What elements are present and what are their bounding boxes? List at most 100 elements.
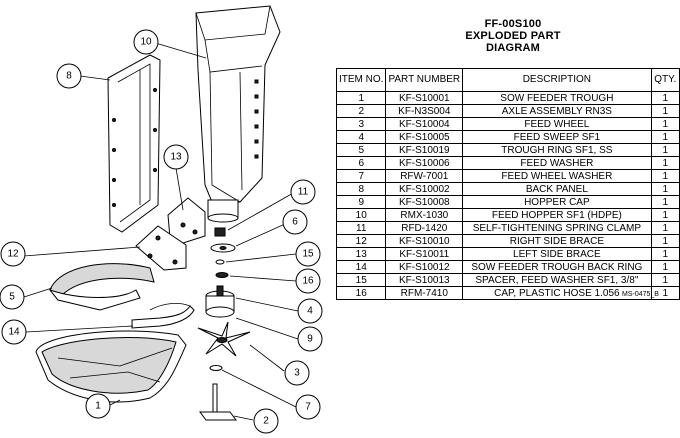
cell-item-no: 14 (335, 260, 387, 274)
svg-text:16: 16 (302, 276, 314, 287)
spring-clamp-part (214, 227, 226, 237)
cell-part-number: KF-S10012 (385, 260, 464, 274)
cell-description: HOPPER CAP (462, 195, 652, 209)
callout-10: 10 (133, 29, 159, 55)
cell-description: SOW FEEDER TROUGH BACK RING (462, 260, 652, 274)
callout-5: 5 (0, 284, 25, 310)
cell-qty: 1 (650, 156, 680, 170)
callout-6: 6 (282, 209, 308, 235)
cell-qty: 1 (650, 260, 680, 274)
svg-text:3: 3 (294, 368, 300, 379)
exploded-diagram: 1 2 3 4 5 6 7 8 9 10 11 12 13 14 15 16 (0, 5, 323, 434)
cell-qty: 1 (650, 117, 680, 131)
cell-part-number: KF-S10001 (385, 91, 464, 105)
col-qty: QTY. (650, 68, 680, 92)
cell-part-number: KF-S10011 (385, 247, 464, 261)
back-panel-part (107, 54, 161, 233)
svg-text:12: 12 (7, 249, 19, 260)
cell-item-no: 6 (335, 156, 387, 170)
cell-part-number: KF-S10006 (385, 156, 464, 170)
right-side-brace-part (135, 225, 187, 271)
callout-12: 12 (0, 241, 26, 267)
cell-qty: 1 (650, 143, 680, 157)
cell-item-no: 3 (335, 117, 387, 131)
callout-13: 13 (163, 144, 189, 170)
trough-back-ring-part (131, 302, 195, 329)
feed-wheel-washer-part (209, 365, 223, 371)
cell-description: SELF-TIGHTENING SPRING CLAMP (462, 221, 652, 235)
cell-qty: 1 (650, 169, 680, 183)
cell-item-no: 8 (335, 182, 387, 196)
cell-description: FEED SWEEP SF1 (462, 130, 652, 144)
cell-qty: 1 (650, 104, 680, 118)
cell-part-number: RFW-7001 (385, 169, 464, 183)
cell-qty: 1 (650, 247, 680, 261)
cell-item-no: 4 (335, 130, 387, 144)
svg-text:4: 4 (307, 306, 313, 317)
cell-part-number: KF-S10002 (385, 182, 464, 196)
feed-wheel-part (197, 321, 251, 357)
cell-part-number: KF-N3S004 (385, 104, 464, 118)
cell-item-no: 5 (335, 143, 387, 157)
document-code: MS-0475_B (622, 291, 659, 298)
cell-qty: 1 (650, 221, 680, 235)
col-description: DESCRIPTION (462, 68, 652, 92)
callout-16: 16 (295, 268, 321, 294)
callout-3: 3 (284, 360, 310, 386)
cell-qty: 1 (650, 286, 680, 300)
svg-text:6: 6 (292, 217, 298, 228)
cell-qty: 1 (650, 234, 680, 248)
cell-description: TROUGH RING SF1, SS (462, 143, 652, 157)
svg-text:15: 15 (302, 249, 314, 260)
cell-part-number: KF-S10008 (385, 195, 464, 209)
cell-description: FEED WASHER (462, 156, 652, 170)
cell-qty: 1 (650, 195, 680, 209)
cell-description: RIGHT SIDE BRACE (462, 234, 652, 248)
svg-text:7: 7 (305, 402, 311, 413)
cell-item-no: 1 (335, 91, 387, 105)
callout-11: 11 (290, 179, 316, 205)
cell-description: FEED WHEEL (462, 117, 652, 131)
svg-text:1: 1 (95, 401, 101, 412)
svg-text:9: 9 (307, 334, 313, 345)
callout-leaders (23, 41, 299, 421)
cell-description: FEED WHEEL WASHER (462, 169, 652, 183)
cell-item-no: 2 (335, 104, 387, 118)
cell-item-no: 16 (335, 286, 387, 300)
feed-sweep-part (205, 285, 235, 318)
cell-part-number: KF-S10019 (385, 143, 464, 157)
cell-item-no: 13 (335, 247, 387, 261)
diagram-title: EXPLODED PART DIAGRAM (465, 30, 561, 54)
callout-4: 4 (297, 298, 323, 324)
cell-description: AXLE ASSEMBLY RN3S (462, 104, 652, 118)
col-item-no: ITEM NO. (335, 68, 387, 92)
cell-qty: 1 (650, 182, 680, 196)
parts-table-header: ITEM NO. PART NUMBER DESCRIPTION QTY. (335, 68, 680, 92)
callout-7: 7 (295, 394, 321, 420)
cell-part-number: RFM-7410 (385, 286, 464, 300)
svg-text:5: 5 (9, 292, 15, 303)
cell-part-number: KF-S10013 (385, 273, 464, 287)
callout-1: 1 (85, 393, 111, 419)
cell-qty: 1 (650, 91, 680, 105)
cell-item-no: 12 (335, 234, 387, 248)
svg-text:10: 10 (140, 37, 152, 48)
cell-description: BACK PANEL (462, 182, 652, 196)
svg-text:11: 11 (298, 187, 309, 198)
spacer-part (215, 259, 225, 265)
cell-description: CAP, PLASTIC HOSE 1.056 (462, 286, 652, 300)
